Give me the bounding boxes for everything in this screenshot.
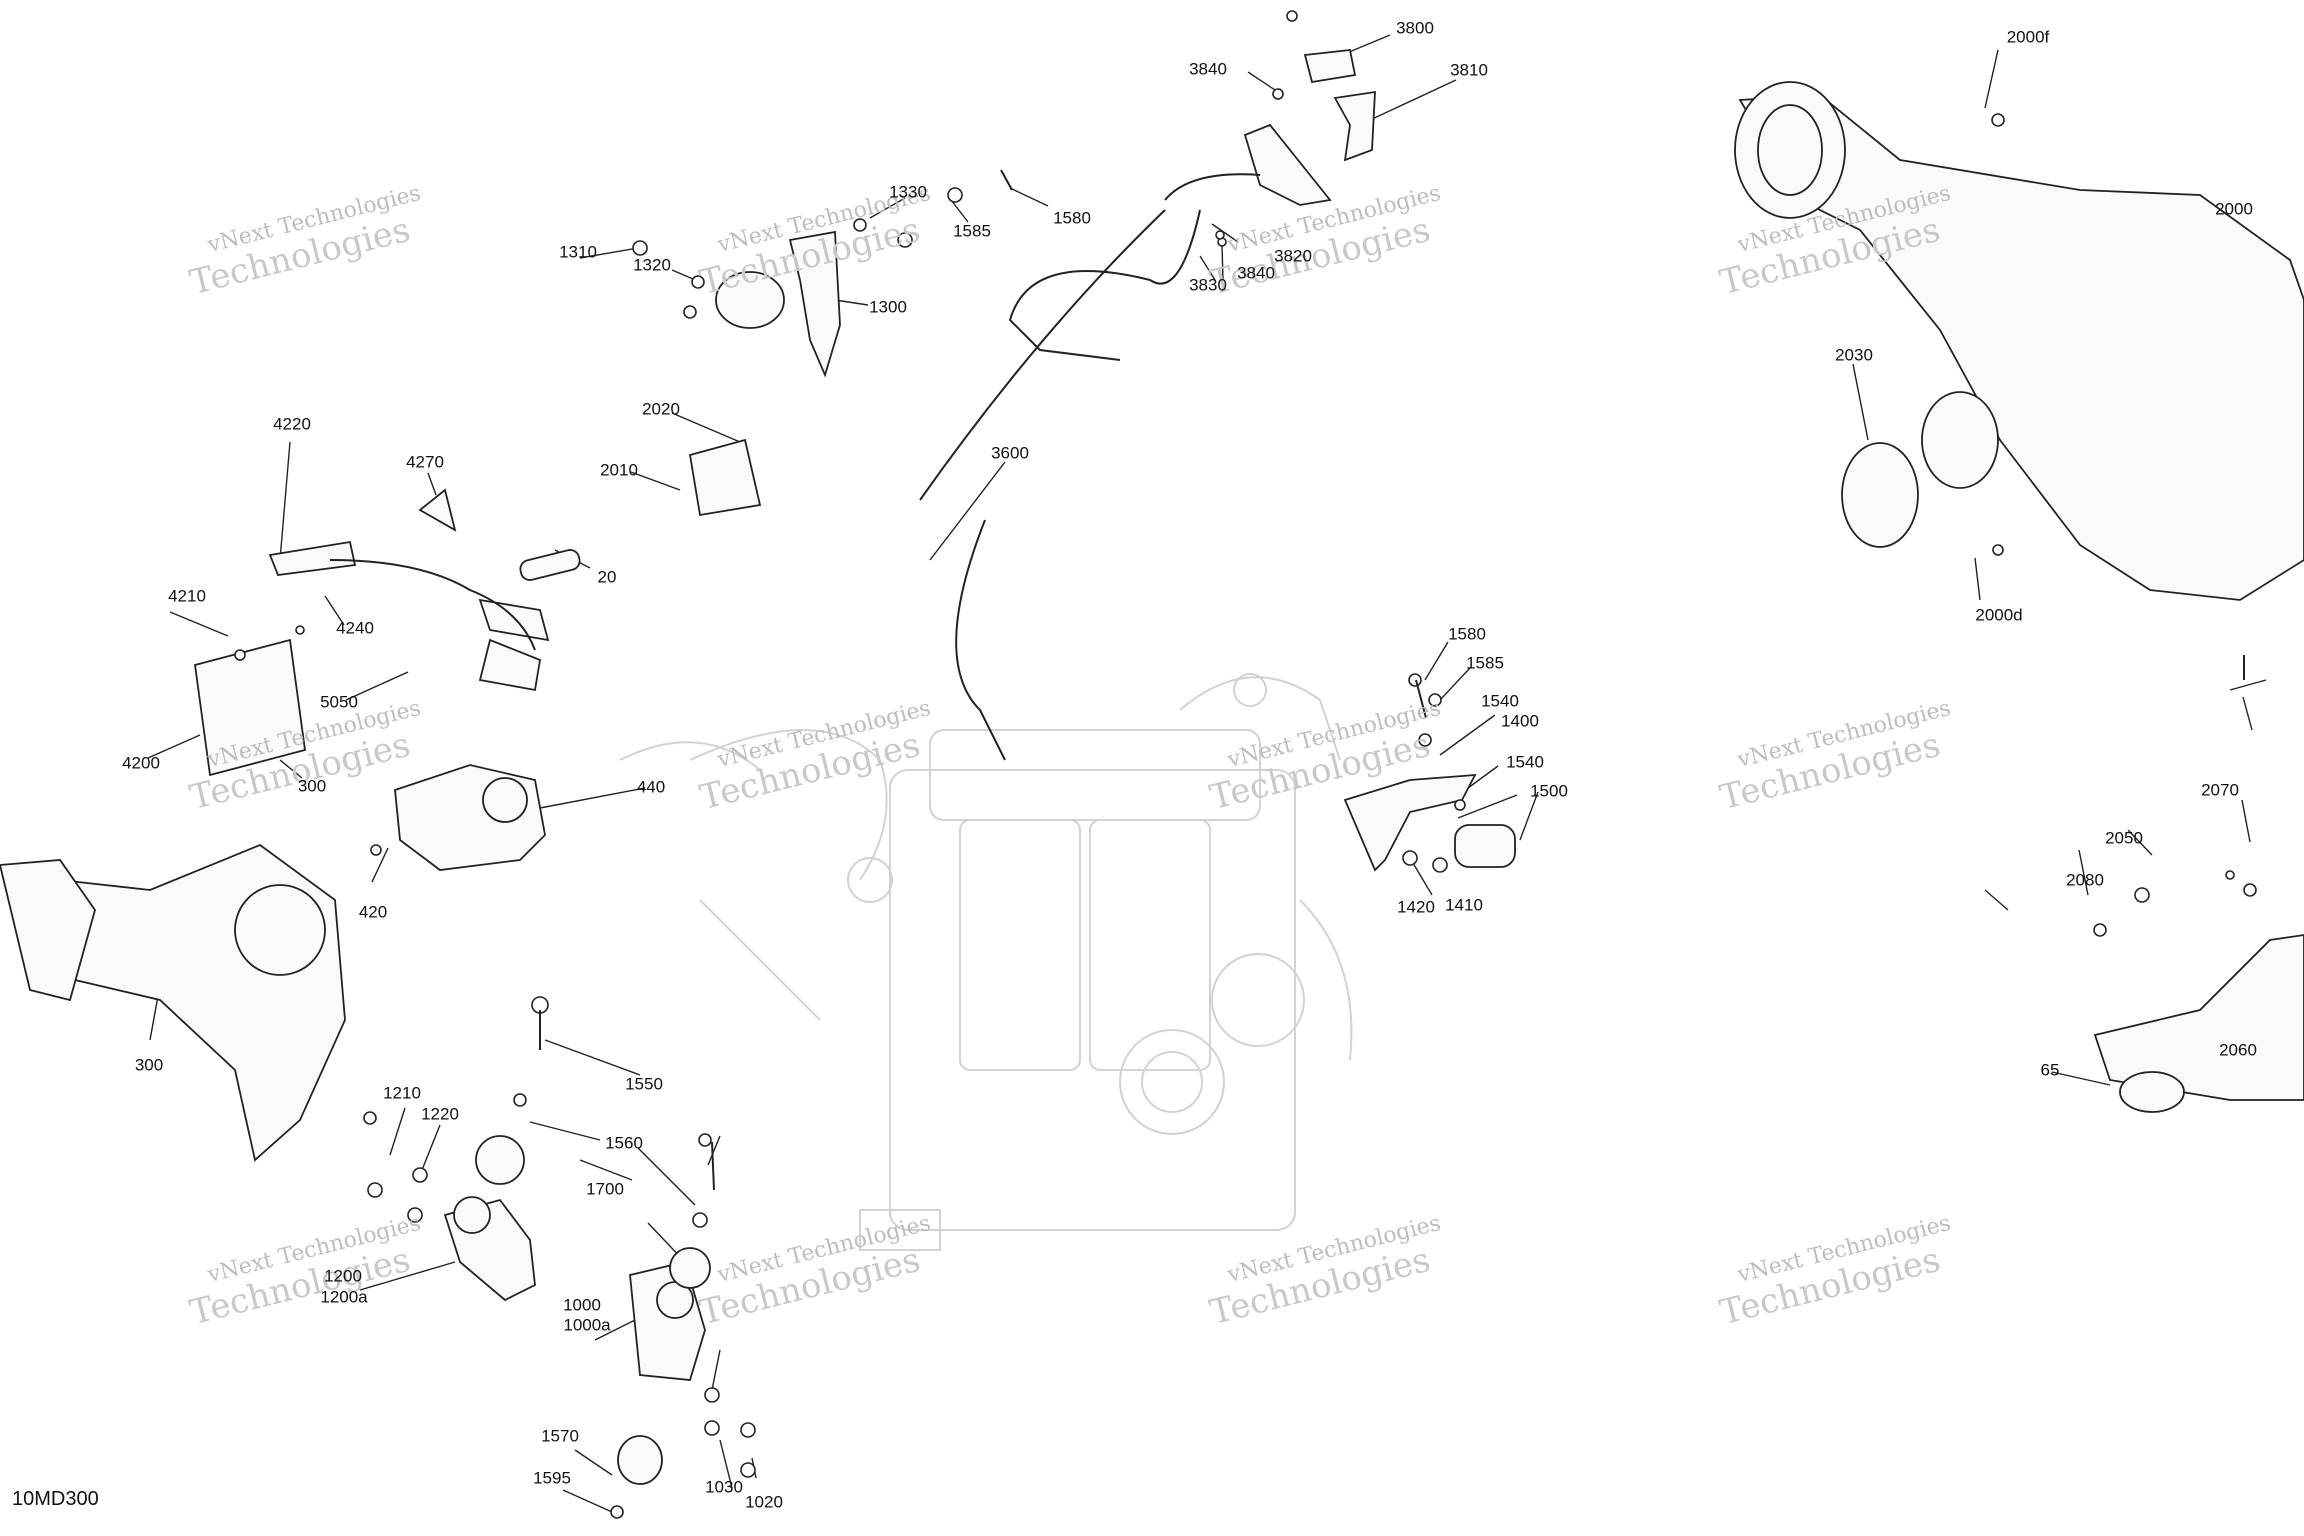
part-label: 1585 <box>953 221 991 241</box>
part-label: 1330 <box>889 182 927 202</box>
part-label: 4220 <box>273 414 311 434</box>
part-label: 2070 <box>2201 780 2239 800</box>
part-label: 4210 <box>168 586 206 606</box>
part-label: 1210 <box>383 1083 421 1103</box>
part-label: 1000a <box>563 1315 611 1335</box>
part-label: 2000d <box>1975 605 2023 625</box>
part-label: 3840 <box>1237 263 1275 283</box>
part-label: 4240 <box>336 618 374 638</box>
part-label: 20 <box>597 567 617 587</box>
part-label: 1700 <box>586 1179 624 1199</box>
part-label: 3820 <box>1274 246 1312 266</box>
part-label: 2020 <box>642 399 680 419</box>
part-label: 1400 <box>1501 711 1539 731</box>
part-label: 65 <box>2040 1060 2060 1080</box>
part-label: 1300 <box>869 297 907 317</box>
part-label: 2000f <box>2006 27 2050 47</box>
part-label: 1595 <box>533 1468 571 1488</box>
part-label: 1540 <box>1481 691 1519 711</box>
part-label: 1200 <box>324 1266 362 1286</box>
part-label: 3810 <box>1450 60 1488 80</box>
part-label: 2010 <box>600 460 638 480</box>
part-label: 2050 <box>2105 828 2143 848</box>
part-label: 1580 <box>1448 624 1486 644</box>
part-label: 1420 <box>1397 897 1435 917</box>
part-label: 2060 <box>2219 1040 2257 1060</box>
part-label: 1410 <box>1445 895 1483 915</box>
part-label: 1570 <box>541 1426 579 1446</box>
part-label: 1220 <box>421 1104 459 1124</box>
part-label: 1030 <box>705 1477 743 1497</box>
part-label: 3830 <box>1189 275 1227 295</box>
part-label: 1580 <box>1053 208 1091 228</box>
part-label: 300 <box>134 1055 164 1075</box>
part-label: 1310 <box>559 242 597 262</box>
part-label: 4200 <box>122 753 160 773</box>
part-label: 3840 <box>1189 59 1227 79</box>
part-label: 3600 <box>991 443 1029 463</box>
part-label: 1500 <box>1530 781 1568 801</box>
part-label: 1550 <box>625 1074 663 1094</box>
part-label: 1000 <box>563 1295 601 1315</box>
part-label: 2030 <box>1835 345 1873 365</box>
part-label: 300 <box>297 776 327 796</box>
part-label: 1560 <box>605 1133 643 1153</box>
part-label: 1320 <box>633 255 671 275</box>
part-label: 4270 <box>406 452 444 472</box>
part-label: 1585 <box>1466 653 1504 673</box>
part-label: 1540 <box>1506 752 1544 772</box>
part-label: 5050 <box>320 692 358 712</box>
part-label: 3800 <box>1396 18 1434 38</box>
part-label: 1200a <box>320 1287 368 1307</box>
part-label: 2080 <box>2066 870 2104 890</box>
part-label: 1020 <box>745 1492 783 1512</box>
part-label: 420 <box>358 902 388 922</box>
diagram-code: 10MD300 <box>12 1488 99 1510</box>
part-label: 440 <box>636 777 666 797</box>
part-label: 2000 <box>2215 199 2253 219</box>
